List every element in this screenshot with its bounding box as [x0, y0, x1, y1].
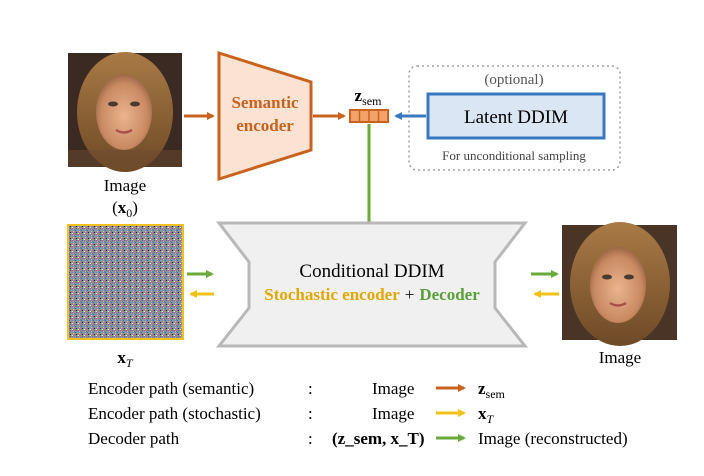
legend-row-1-from: Image: [372, 379, 414, 398]
latent-ddim-caption: For unconditional sampling: [442, 148, 586, 163]
input-image-label: Image: [104, 176, 146, 195]
legend-row-3-colon: :: [308, 429, 313, 448]
legend-row-1-to: zsem: [478, 379, 506, 401]
semantic-encoder-line1: Semantic: [231, 93, 299, 112]
conditional-ddim-title: Conditional DDIM: [299, 261, 444, 282]
noise-image-label: xT: [117, 348, 134, 370]
legend-row-2-to: xT: [478, 404, 495, 426]
semantic-encoder-block: [217, 50, 313, 182]
zsem-label: zsem: [355, 86, 383, 108]
conditional-ddim-block: [215, 221, 529, 348]
latent-ddim-block: [426, 92, 606, 140]
legend-row-3-from: (z_sem, x_T): [332, 429, 425, 448]
legend-row-1-colon: :: [308, 379, 313, 398]
legend-row-3-name: Decoder path: [88, 429, 180, 448]
legend-row-1-name: Encoder path (semantic): [88, 379, 254, 398]
legend-row-2-from: Image: [372, 404, 414, 423]
latent-ddim-optional-label: (optional): [484, 72, 543, 88]
latent-ddim-label: Latent DDIM: [464, 107, 568, 128]
latent-ddim-optional-frame: [408, 65, 621, 171]
noise-image: [67, 224, 184, 340]
conditional-ddim-subtitle: Stochastic encoder+Decoder: [264, 285, 480, 304]
zsem-vector: [349, 109, 389, 123]
semantic-encoder-line2: encoder: [236, 116, 294, 135]
legend-row-2-name: Encoder path (stochastic): [88, 404, 261, 423]
output-image: [562, 222, 677, 346]
input-image-symbol: (x0): [112, 198, 138, 220]
legend-row-3-to: Image (reconstructed): [478, 429, 628, 448]
input-image: [68, 52, 182, 172]
legend: Encoder path (semantic) : Image zsem Enc…: [88, 379, 628, 448]
legend-row-2-colon: :: [308, 404, 313, 423]
output-image-label: Image: [599, 348, 641, 367]
